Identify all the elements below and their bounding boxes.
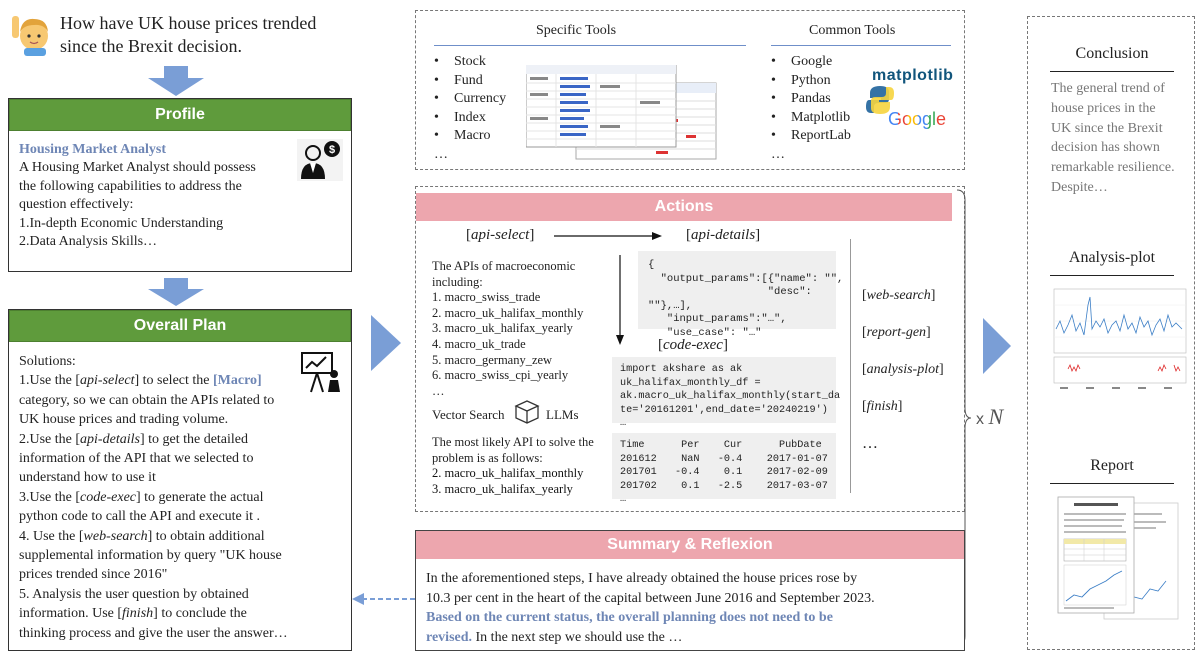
- api-item: 3. macro_uk_halifax_yearly: [432, 481, 573, 496]
- flow-arrow-right-icon: [983, 318, 1011, 374]
- side-divider: [850, 239, 851, 493]
- summary-panel: Summary & Reflexion In the aforementione…: [415, 530, 965, 651]
- api-details-json: { "output_params":[{"name": "", "desc": …: [638, 251, 843, 339]
- question-line-2: since the Brexit decision.: [60, 36, 242, 56]
- profile-line: question effectively:: [19, 197, 134, 213]
- tool-ellipsis: …: [434, 146, 448, 162]
- tool-item: •ReportLab: [771, 128, 851, 144]
- side-tool-web-search: [web-search]: [862, 288, 936, 303]
- question-line-1: How have UK house prices trended: [60, 13, 317, 33]
- actions-panel: Actions [api-select] [api-details] The A…: [415, 186, 965, 512]
- llms-label: LLMs: [546, 407, 579, 422]
- api-item: 3. macro_uk_halifax_yearly: [432, 321, 573, 336]
- plan-step-1: 1.Use the [api-select] to select the [Ma…: [19, 373, 262, 389]
- cube-icon: [514, 400, 540, 424]
- plan-solutions: Solutions:: [19, 354, 76, 369]
- arrow-right-icon: [554, 232, 662, 240]
- svg-text:$: $: [329, 144, 335, 156]
- conclusion-title: Conclusion: [1075, 45, 1149, 62]
- tool-ellipsis: …: [771, 146, 785, 162]
- tool-item: •Index: [434, 109, 486, 125]
- api-item: 6. macro_swiss_cpi_yearly: [432, 368, 569, 383]
- tool-item: •Pandas: [771, 91, 831, 107]
- code-exec-label: [code-exec]: [658, 337, 728, 353]
- profile-line: 1.In-depth Economic Understanding: [19, 215, 224, 231]
- side-tool-report-gen: [report-gen]: [862, 325, 931, 340]
- matplotlib-logo: matplotlib: [872, 67, 954, 84]
- arrow-down-icon: [616, 255, 624, 345]
- specific-tools-list: •Stock •Fund •Currency •Index •Macro …: [434, 53, 506, 165]
- plan-step-5: 5. Analysis the user question by obtaine…: [19, 586, 249, 602]
- api-details-label: [api-details]: [686, 227, 761, 243]
- plan-step-2: 2.Use the [api-details] to get the detai…: [19, 431, 249, 447]
- profile-header: Profile: [9, 99, 351, 131]
- api-item: 5. macro_germany_zew: [432, 352, 553, 367]
- api-item: 1. macro_swiss_trade: [432, 290, 541, 305]
- common-tools-title: Common Tools: [809, 23, 896, 38]
- side-tools-list: [web-search] [report-gen] [analysis-plot…: [862, 277, 944, 462]
- user-avatar-icon: [12, 16, 48, 56]
- tool-item: •Fund: [434, 72, 483, 88]
- api-item: 2. macro_uk_halifax_monthly: [432, 305, 584, 320]
- tool-item: •Matplotlib: [771, 109, 851, 125]
- macro-api-list: The APIs of macroeconomic including: 1. …: [432, 259, 584, 398]
- tool-item: •Python: [771, 72, 831, 88]
- feedback-arrow-icon: [352, 593, 416, 605]
- output-panel: Conclusion The general trend of house pr…: [1027, 16, 1195, 650]
- side-tool-analysis-plot: [analysis-plot]: [862, 362, 944, 377]
- api-select-label: [api-select]: [466, 227, 535, 243]
- python-logo-icon: [866, 86, 894, 114]
- tool-item: •Macro: [434, 128, 491, 144]
- api-table-thumbnail: [526, 65, 717, 160]
- analysis-plot-thumbnail: [1053, 288, 1187, 389]
- likely-api: The most likely API to solve the problem…: [432, 435, 594, 496]
- summary-header: Summary & Reflexion: [416, 531, 964, 559]
- report-title: Report: [1090, 457, 1134, 474]
- plan-step-3: 3.Use the [code-exec] to generate the ac…: [19, 489, 264, 505]
- python-code-block: import akshare as ak uk_halifax_monthly_…: [612, 357, 840, 429]
- user-question: How have UK house prices trended since t…: [60, 12, 316, 58]
- vector-search-label: Vector Search: [432, 407, 505, 422]
- flow-arrow-down-icon: [148, 278, 204, 306]
- api-item: 4. macro_uk_trade: [432, 336, 526, 351]
- flow-arrow-down-icon: [148, 66, 204, 96]
- tool-item: •Currency: [434, 91, 507, 107]
- profile-panel: Profile Housing Market Analyst A Housing…: [8, 98, 352, 272]
- report-thumbnail: [1057, 496, 1179, 620]
- side-tool-ellipsis: …: [862, 435, 878, 452]
- api-item: 2. macro_uk_halifax_monthly: [432, 466, 584, 481]
- conclusion-text: The general trend of house prices in the…: [1051, 81, 1175, 195]
- analyst-icon: $: [297, 139, 343, 181]
- plan-step-4: 4. Use the [web-search] to obtain additi…: [19, 528, 265, 544]
- flow-arrow-right-icon: [371, 315, 401, 371]
- google-logo: Google: [888, 109, 947, 129]
- profile-line: A Housing Market Analyst should possess: [19, 160, 256, 176]
- tool-item: •Google: [771, 54, 833, 69]
- actions-header: Actions: [416, 193, 952, 221]
- tool-item: •Stock: [434, 54, 486, 69]
- presenter-icon: [301, 352, 340, 393]
- specific-tools-title: Specific Tools: [536, 23, 617, 38]
- profile-line: 2.Data Analysis Skills…: [19, 234, 158, 250]
- tools-panel: Specific Tools •Stock •Fund •Currency •I…: [415, 10, 965, 170]
- side-tool-finish: [finish]: [862, 399, 903, 414]
- result-table-block: Time Per Cur PubDate 201612 NaN -0.4 201…: [612, 433, 836, 505]
- profile-line: the following capabilities to address th…: [19, 178, 242, 194]
- analysis-plot-title: Analysis-plot: [1068, 249, 1156, 266]
- api-item: …: [432, 383, 445, 398]
- loop-times-n: x N: [976, 404, 1004, 429]
- common-tools-list: •Google •Python •Pandas •Matplotlib •Rep…: [771, 53, 851, 165]
- overall-plan-panel: Overall Plan Solutions: 1.Use the [api-s…: [8, 309, 352, 651]
- plan-header: Overall Plan: [9, 310, 351, 342]
- profile-role: Housing Market Analyst: [19, 142, 167, 157]
